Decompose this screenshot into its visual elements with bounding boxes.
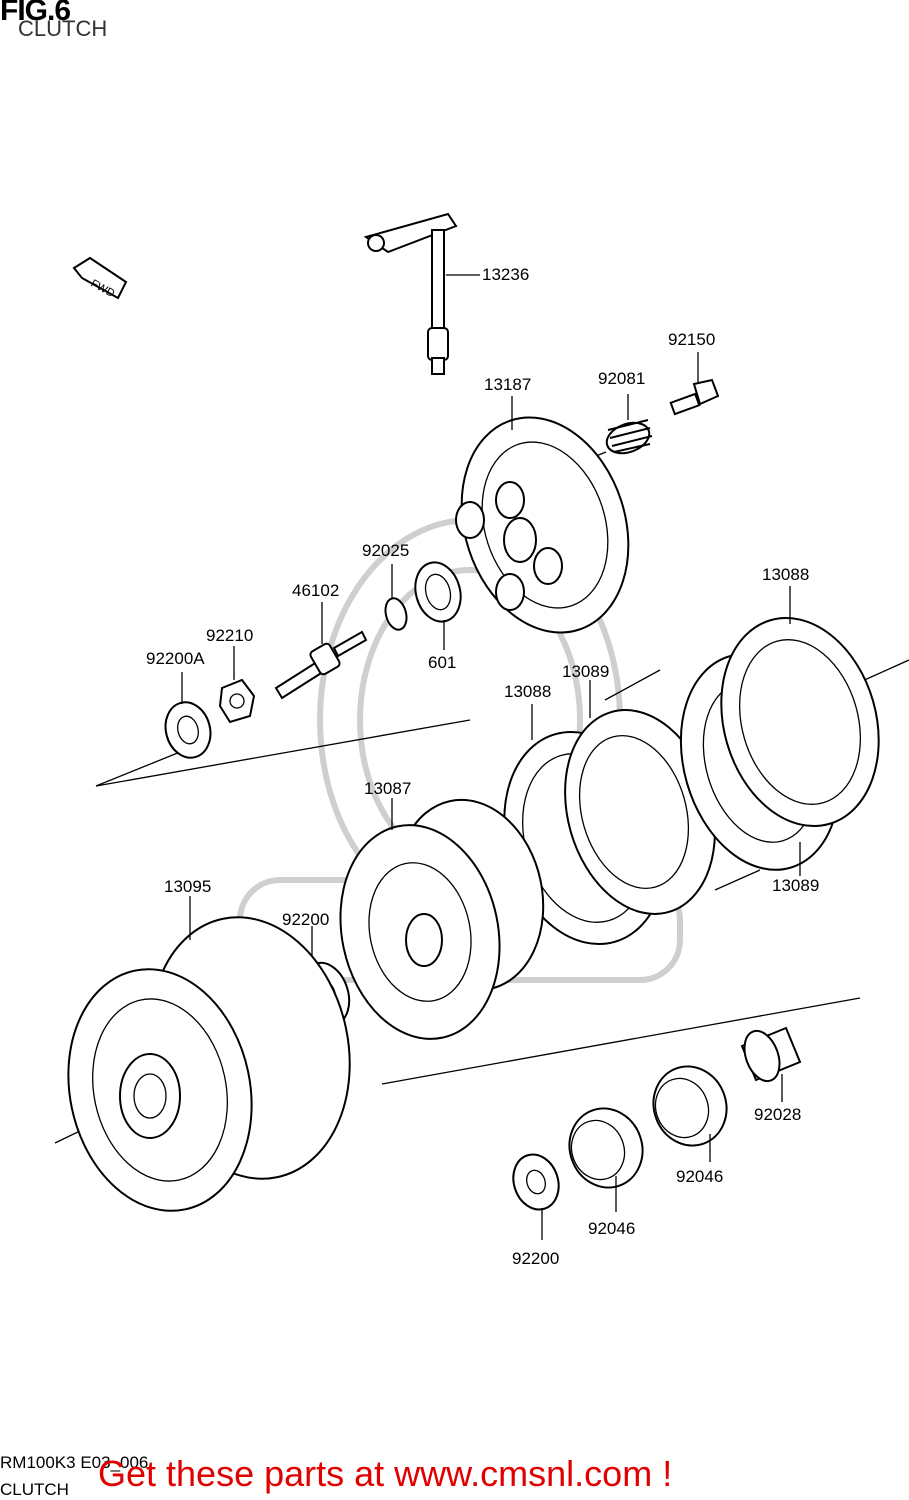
bearing-601 [414,561,462,650]
needle-bearing-92046-lower [568,1107,644,1212]
part-number-601[interactable]: 601 [428,653,457,672]
part-number-92025[interactable]: 92025 [362,541,410,560]
figure-title: FIG.6 [0,0,71,27]
part-number-46102[interactable]: 46102 [292,581,340,600]
part-number-13089-upper[interactable]: 13089 [562,662,610,681]
part-number-92200A[interactable]: 92200A [146,649,205,668]
clutch-housing-13095 [67,896,351,1212]
needle-bearing-92046-upper [652,1065,728,1162]
fwd-arrow-icon: FWD [72,256,128,300]
part-number-13089-lower[interactable]: 13089 [772,876,820,895]
part-number-92150[interactable]: 92150 [668,330,716,349]
diagram-reference-title: CLUTCH [0,1480,69,1499]
friction-plate-13088-right [720,586,880,828]
steel-plate-13089-left [564,680,716,915]
spring-92081 [585,394,653,461]
promo-link[interactable]: Get these parts at www.cmsnl.com ! [98,1453,673,1494]
clutch-hub-13087 [339,798,545,1040]
bushing-92028 [740,1026,802,1102]
part-number-13088-upper[interactable]: 13088 [762,565,810,584]
nut-92210 [218,646,256,724]
push-lever-13236 [363,212,480,375]
part-number-13236[interactable]: 13236 [482,265,530,284]
pressure-plate-13187 [455,396,630,634]
lock-washer-92200A [164,672,212,759]
part-number-92210[interactable]: 92210 [206,626,254,645]
figure-subtitle: CLUTCH [18,16,108,41]
part-number-92046-upper[interactable]: 92046 [676,1167,724,1186]
part-number-92028[interactable]: 92028 [754,1105,802,1124]
part-number-13087[interactable]: 13087 [364,779,412,798]
part-number-13095[interactable]: 13095 [164,877,212,896]
thrust-washer-92200-lower [512,1153,560,1240]
bolt-92150 [669,352,720,416]
part-number-92081[interactable]: 92081 [598,369,646,388]
washer-92025 [384,564,408,631]
part-number-92200-lower[interactable]: 92200 [512,1249,560,1268]
part-number-92200-upper[interactable]: 92200 [282,910,330,929]
push-rod-46102 [274,602,368,700]
part-number-92046-lower[interactable]: 92046 [588,1219,636,1238]
assembly-axis-lines [54,659,909,1144]
part-number-13088-lower[interactable]: 13088 [504,682,552,701]
part-number-13187[interactable]: 13187 [484,375,532,394]
diagram-reference-code: RM100K3 E03_006 [0,1453,149,1472]
